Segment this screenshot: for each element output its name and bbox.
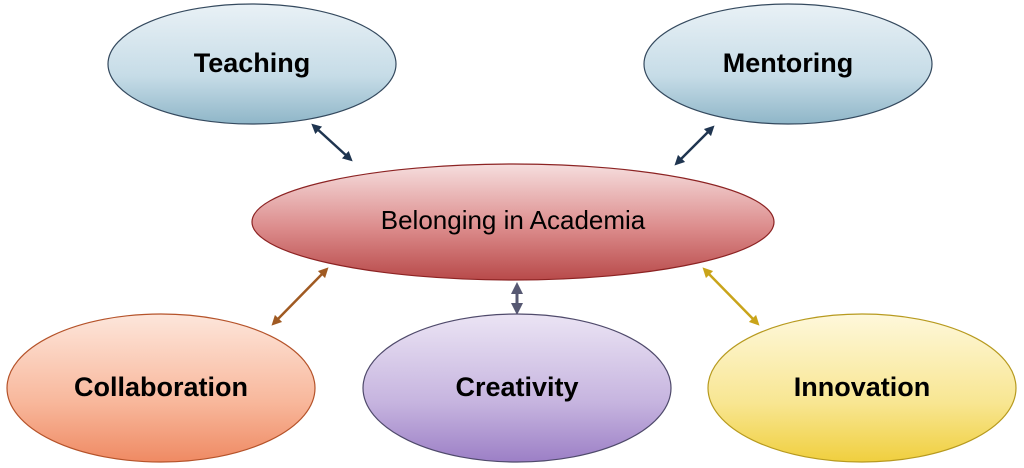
node-innovation: Innovation xyxy=(707,313,1017,463)
node-collaboration-shape xyxy=(6,313,316,463)
node-teaching: Teaching xyxy=(107,3,397,125)
arrow-teaching-center xyxy=(311,123,353,162)
node-mentoring: Mentoring xyxy=(643,3,933,125)
node-center-shape xyxy=(251,163,775,281)
arrow-collaboration-center xyxy=(271,267,329,326)
node-collaboration-label: Collaboration xyxy=(74,372,248,402)
arrow-innovation-center xyxy=(702,267,760,326)
node-creativity-shape xyxy=(362,313,672,463)
node-creativity: Creativity xyxy=(362,313,672,463)
node-teaching-label: Teaching xyxy=(194,48,311,78)
node-teaching-shape xyxy=(107,3,397,125)
node-mentoring-shape xyxy=(643,3,933,125)
node-collaboration: Collaboration xyxy=(6,313,316,463)
node-innovation-shape xyxy=(707,313,1017,463)
node-center: Belonging in Academia xyxy=(251,163,775,281)
node-mentoring-label: Mentoring xyxy=(723,48,853,78)
node-center-label: Belonging in Academia xyxy=(381,205,646,235)
arrow-mentoring-center xyxy=(674,125,715,166)
node-innovation-label: Innovation xyxy=(794,372,931,402)
node-creativity-label: Creativity xyxy=(455,372,578,402)
